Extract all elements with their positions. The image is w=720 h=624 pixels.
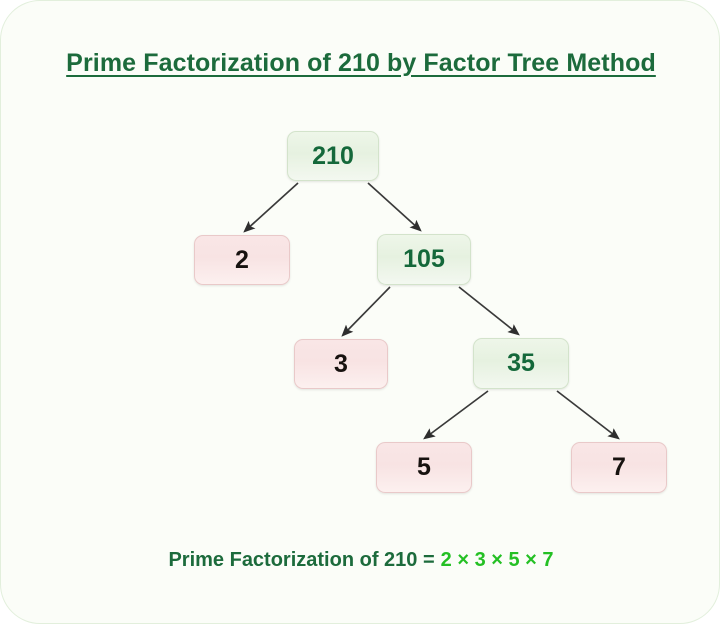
tree-node-3: 3: [294, 339, 388, 389]
prime-factorization-result: Prime Factorization of 210 =2 × 3 × 5 × …: [1, 549, 719, 572]
tree-node-label: 35: [507, 349, 535, 377]
tree-node-105: 105: [377, 234, 471, 285]
tree-edge-n35-to-n7: [556, 390, 620, 440]
tree-node-210: 210: [287, 131, 379, 181]
tree-edge-n210-to-n2: [243, 182, 299, 233]
tree-node-7: 7: [571, 442, 667, 493]
result-label: Prime Factorization of 210 =: [168, 549, 435, 571]
tree-node-label: 2: [235, 245, 249, 274]
tree-node-label: 5: [417, 453, 431, 481]
tree-node-label: 210: [312, 141, 354, 170]
tree-node-label: 105: [403, 245, 445, 273]
tree-node-35: 35: [473, 338, 569, 389]
result-value: 2 × 3 × 5 × 7: [440, 549, 554, 571]
tree-node-5: 5: [376, 442, 472, 493]
tree-edge-n35-to-n5: [423, 390, 489, 440]
tree-node-label: 7: [612, 453, 626, 481]
page-title: Prime Factorization of 210 by Factor Tre…: [66, 49, 656, 77]
tree-edge-n105-to-n35: [458, 286, 520, 336]
tree-node-2: 2: [194, 235, 290, 285]
tree-edge-n105-to-n3: [341, 286, 391, 337]
tree-node-label: 3: [334, 349, 348, 378]
tree-edge-n210-to-n105: [367, 182, 422, 232]
